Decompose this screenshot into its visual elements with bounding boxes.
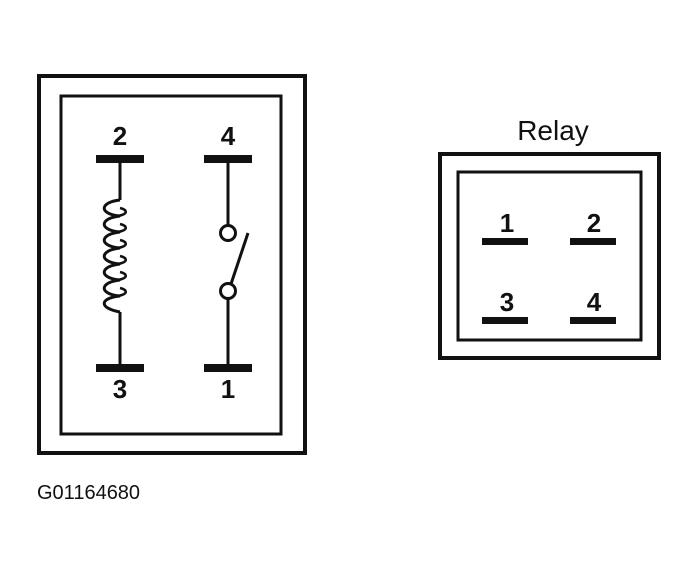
relay-pin-2-label: 2 [587, 208, 601, 238]
relay-pin-3-label: 3 [500, 287, 514, 317]
relay-inner-frame [456, 170, 643, 342]
schematic-inner-frame [59, 94, 283, 436]
coil-winding-icon [102, 198, 121, 314]
relay-pin-1-blade [482, 238, 528, 245]
relay-pin-4-label: 4 [587, 287, 602, 317]
switch-pin-top-label: 4 [221, 121, 236, 151]
coil-pin-top-label: 2 [113, 121, 127, 151]
relay-title: Relay [517, 115, 589, 146]
relay-pin-1-label: 1 [500, 208, 514, 238]
coil-terminal-bottom [96, 364, 144, 372]
schematic-outer-frame [37, 74, 307, 455]
schematic-panel: 2 3 4 1 [37, 74, 307, 455]
switch-terminal-top [204, 155, 252, 163]
coil-terminal-top [96, 155, 144, 163]
coil-circuit: 2 3 [96, 121, 144, 404]
coil-pin-bottom-label: 3 [113, 374, 127, 404]
switch-contact-bottom-icon [219, 282, 237, 300]
coil-loops-icon [117, 206, 127, 298]
relay-pin-view: Relay 1 2 3 4 [438, 115, 661, 360]
relay-pin-4-blade [570, 317, 616, 324]
relay-pin-2-blade [570, 238, 616, 245]
relay-outer-frame [438, 152, 661, 360]
switch-blade-icon [229, 232, 250, 285]
switch-circuit: 4 1 [204, 121, 252, 404]
switch-pin-bottom-label: 1 [221, 374, 235, 404]
switch-terminal-bottom [204, 364, 252, 372]
relay-pin-3-blade [482, 317, 528, 324]
switch-contact-top-icon [219, 224, 237, 242]
figure-code: G01164680 [37, 482, 140, 504]
